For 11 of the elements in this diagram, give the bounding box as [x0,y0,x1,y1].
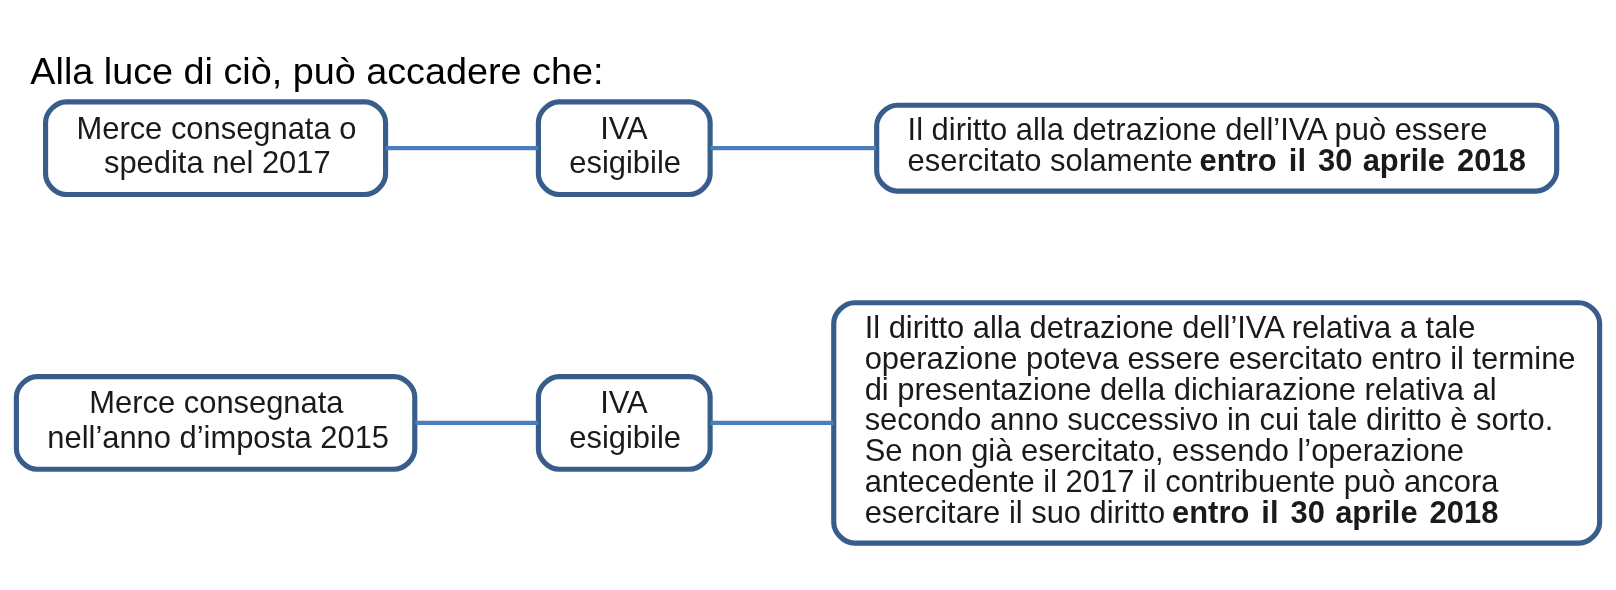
connector [415,420,539,426]
node-box: IVA esigibile [535,99,713,198]
connector [710,146,877,151]
node-box: Merce consegnata o spedita nel 2017 [43,99,389,198]
node-box: Il diritto alla detrazione dell’IVA relativa a tale operazione poteva essere esercitato entro il termine di presentazione della dichiarazione relativa al secondo anno successivo in cui tale diritto è sorto. Se non già esercitato, essendo l’operazione antecedente il 2017 il contribuente può ancora esercitare il suo diritto entro il 30 aprile 2018 [831,300,1603,546]
diagram-title: Alla luce di ciò, può accadere che: [30,49,604,92]
node-box: IVA esigibile [535,374,713,472]
node-box: Il diritto alla detrazione dell’IVA può essere esercitato solamente entro il 30 aprile 2018 [874,102,1560,194]
node-box: Merce consegnata nell’anno d’imposta 2015 [13,374,418,472]
connector [710,420,834,426]
connector [385,146,539,151]
